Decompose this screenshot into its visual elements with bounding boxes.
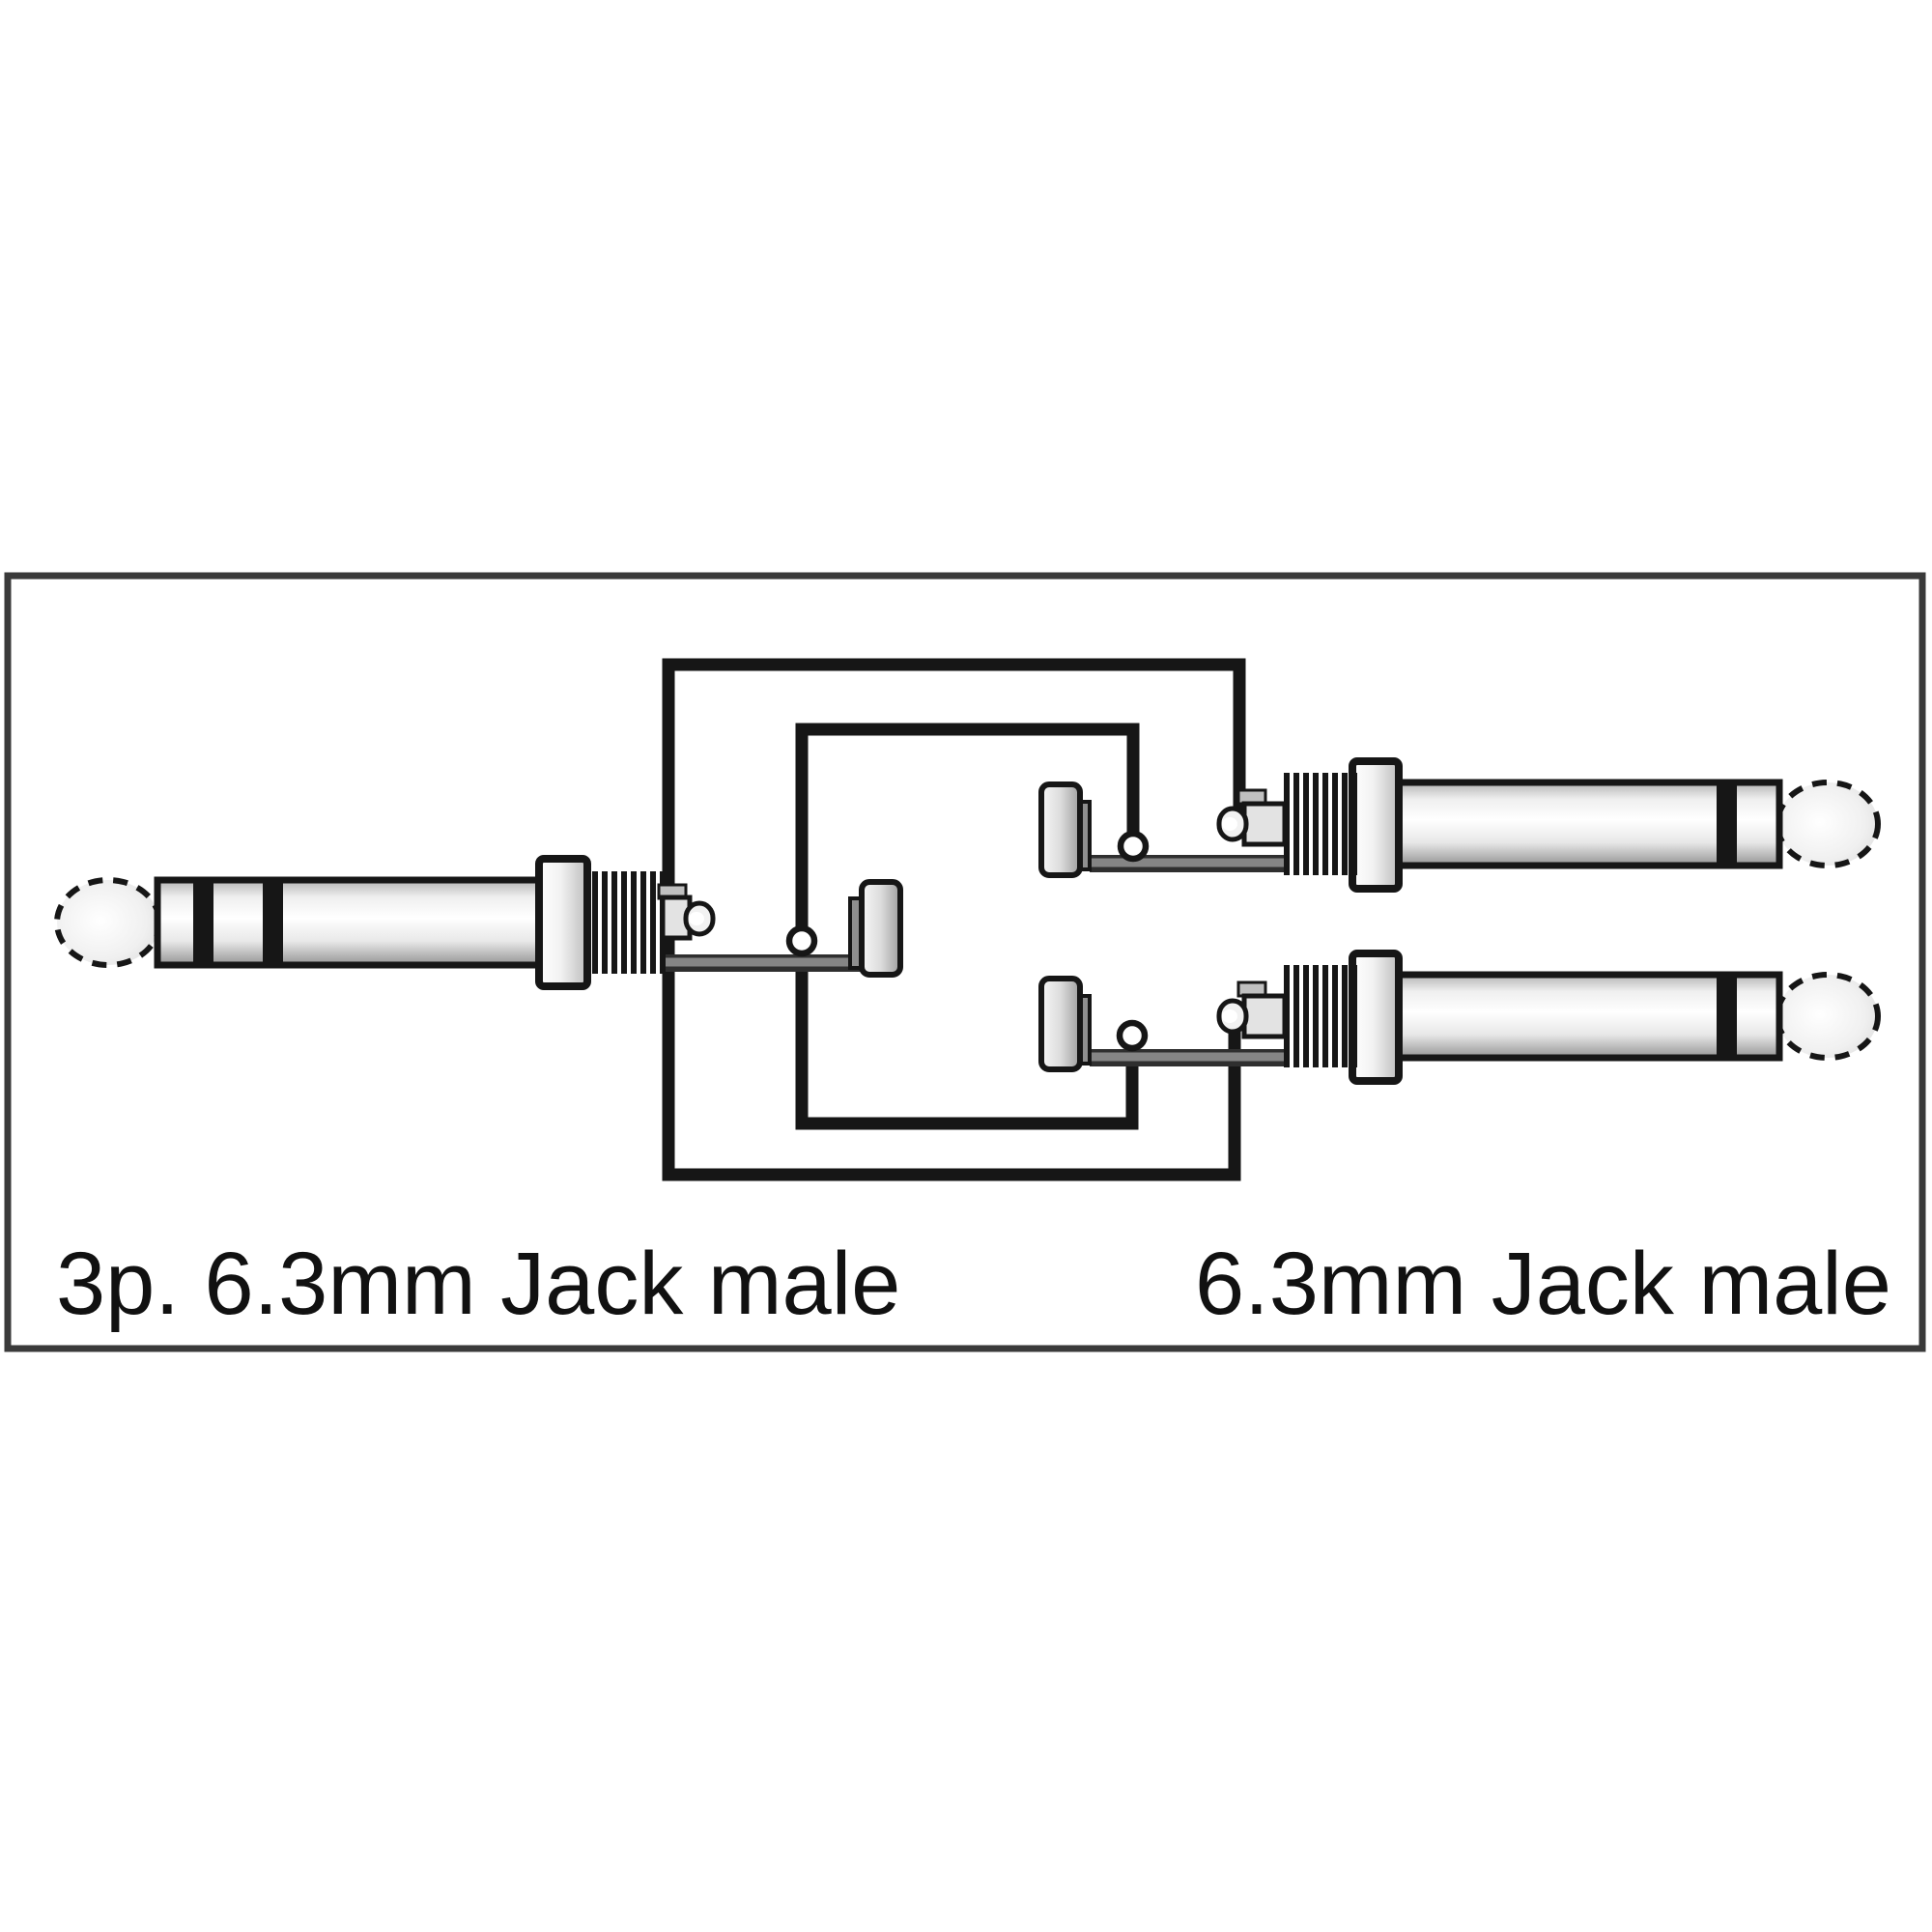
sleeve-wire-lower [795,934,1139,1130]
left-trs-plug-collar [535,855,591,990]
right-connector-label: 6.3mm Jack male [1195,1235,1891,1333]
sleeve-lugs [848,781,1092,1072]
lower-ts-plug [1216,950,1881,1085]
left-trs-plug [54,855,716,990]
lower-ts-plug-shaft [1393,971,1783,1062]
left-trs-plug-tip [54,877,162,968]
sleeve-bar-upper [1090,855,1289,872]
left-trs-tip-terminal [657,883,716,941]
upper-ts-plug-collar [1349,757,1403,893]
lower-ts-tip-terminal [1216,980,1288,1039]
upper-ts-plug-tip [1775,780,1881,868]
left-connector-label: 3p. 6.3mm Jack male [56,1235,900,1333]
wires [662,658,1246,1181]
lower-ts-ring-band [1717,975,1737,1058]
left-trs-ring-band-2 [263,880,283,965]
solder-junction-lower [1116,1019,1149,1052]
lower-ts-plug-tip [1775,972,1881,1061]
upper-ts-tip-terminal [1216,788,1288,847]
ring-wire [662,911,1241,1181]
sleeve-bar-lower [1090,1049,1289,1066]
solder-junction-left [785,924,818,957]
solder-junction-upper [1117,830,1150,863]
sleeve-lug-upper [1038,781,1092,878]
sleeve-lug-lower [1038,976,1092,1072]
sleeve-lug-left [848,879,903,978]
sleeve-wire-upper [795,723,1140,948]
lower-ts-plug-collar [1349,950,1403,1085]
left-trs-ring-band-1 [193,880,213,965]
upper-ts-plug [1216,757,1881,893]
tip-wire [662,658,1246,924]
left-trs-plug-shaft [154,876,547,969]
upper-ts-ring-band [1717,782,1737,866]
